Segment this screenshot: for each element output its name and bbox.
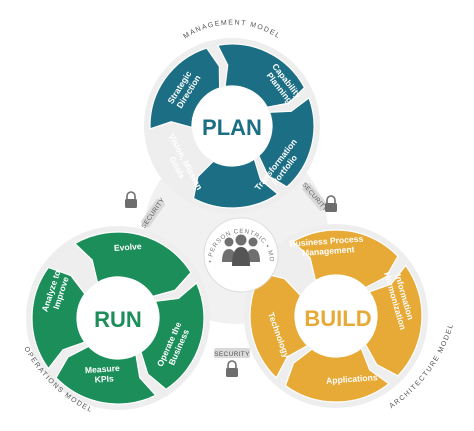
plan-label: PLAN (202, 115, 262, 140)
build-cycle: BUILD Business Process Management Inform… (244, 224, 428, 408)
run-label: RUN (94, 307, 142, 332)
build-segment-label-0: Business Process Management (289, 233, 367, 258)
build-segment-label-2: Applications (326, 372, 378, 386)
run-center (77, 277, 159, 359)
build-label: BUILD (304, 306, 371, 331)
plan-cycle: PLAN Strategic Direction Capability Plan… (144, 38, 320, 214)
svg-text:SECURITY: SECURITY (214, 351, 250, 358)
management-model-title: MANAGEMENT MODEL (182, 19, 281, 40)
run-segment-label-0: Evolve (114, 241, 143, 253)
segment-label-line: Management (302, 244, 355, 258)
people-group-icon (222, 234, 260, 266)
build-center (295, 275, 377, 357)
plan-center (192, 86, 272, 166)
run-segment-label-2: Measure KPIs (85, 363, 124, 386)
segment-label-line: KPIs (94, 373, 114, 384)
run-cycle: RUN Evolve Operate the Business Measure … (26, 226, 210, 410)
padlock-icon (125, 191, 137, 208)
security-lock-bottom: SECURITY (214, 348, 250, 377)
padlock-icon (226, 360, 238, 377)
padlock-icon (325, 195, 337, 212)
